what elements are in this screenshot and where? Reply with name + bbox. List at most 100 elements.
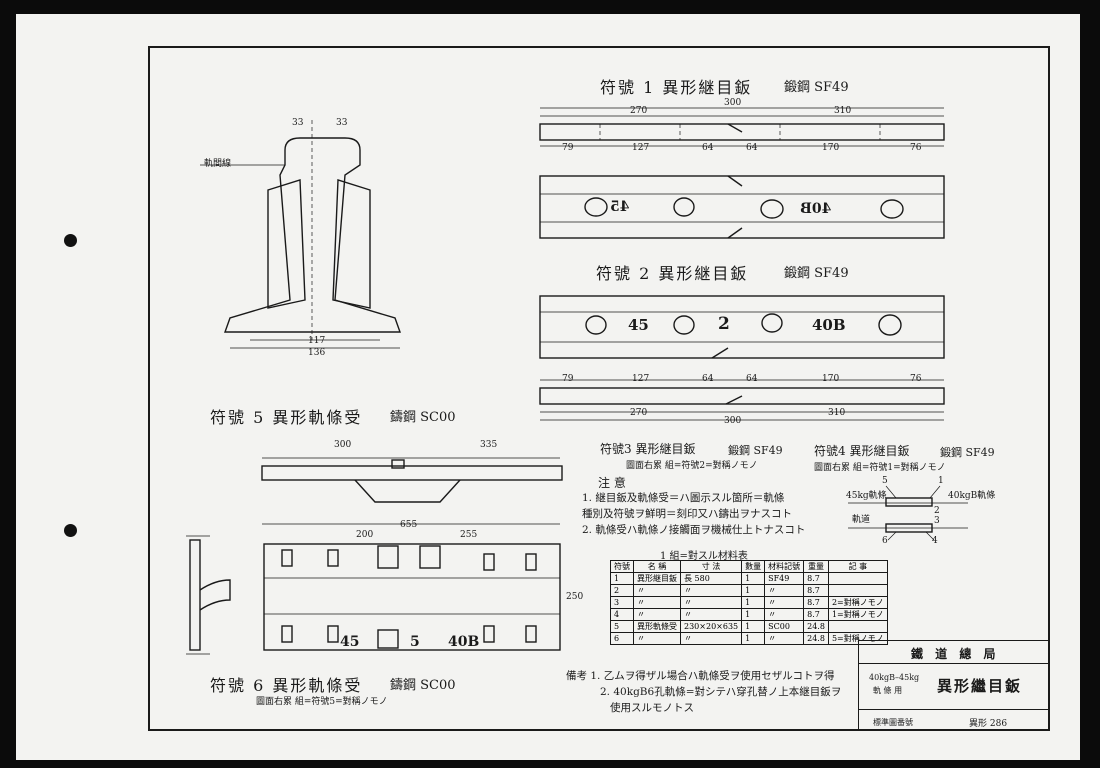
table-cell: 〃: [633, 596, 681, 609]
dim-seg-1: 79: [562, 143, 574, 153]
title-block-number: 異形 286: [969, 719, 1008, 729]
table-cell: 1=對稱ノモノ: [827, 608, 888, 621]
table-cell: 8.7: [803, 572, 829, 585]
base-plate-elevation: [261, 457, 563, 525]
table-cell: [827, 620, 888, 633]
dim-base-300: 300: [334, 440, 352, 450]
plate2-side-view: [539, 379, 945, 421]
material-f3: 鍛鋼 SF49: [728, 444, 783, 457]
title-f4: 符號4 異形継目鈑: [814, 444, 910, 458]
arr-label-2: 2: [934, 506, 940, 516]
subtitle-f6: 圖面右累 組=符號5=對稱ノモノ: [256, 697, 388, 707]
dim-sec-117: 117: [308, 336, 326, 346]
table-cell: 1: [741, 572, 766, 585]
table-cell: 長 580: [679, 572, 743, 585]
table-cell: 2=對稱ノモノ: [827, 596, 888, 609]
table-cell: 8.7: [803, 608, 829, 621]
notes-heading: 注 意: [598, 476, 626, 490]
table-cell: SC00: [764, 620, 805, 633]
materials-header: 寸 法: [679, 560, 743, 573]
plate2-mark-left: 45: [628, 316, 649, 334]
dim-seg-2b: 127: [632, 374, 650, 384]
base-mark-right: 40B: [448, 634, 480, 650]
table-cell: 5=對稱ノモノ: [827, 632, 888, 645]
table-cell: [827, 584, 888, 597]
table-cell: 〃: [764, 608, 805, 621]
dim-base-250: 250: [566, 592, 584, 602]
materials-header: 符號: [610, 560, 634, 573]
table-cell: 24.8: [803, 632, 829, 645]
title-block: 鐵 道 總 局 40kgB–45kg 軌 條 用 異形繼目鈑 標準圖番號 異形 …: [858, 640, 1049, 731]
table-cell: 〃: [633, 584, 681, 597]
table-cell: 24.8: [803, 620, 829, 633]
table-cell: 3: [610, 596, 634, 609]
dim-top-b: 310: [834, 106, 852, 116]
plate1-side-view: [539, 107, 945, 147]
drawing-frame: [148, 46, 1050, 731]
table-cell: SF49: [764, 572, 805, 585]
material-f1: 鍛鋼 SF49: [784, 80, 849, 95]
plate1-mark-right: 40B: [800, 201, 832, 217]
table-cell: 〃: [679, 584, 743, 597]
gauge-line-label: 軌間線: [204, 159, 232, 169]
table-cell: 1: [741, 584, 766, 597]
remark-2: 2. 40kgB6孔軌條=對シテハ穿孔替ノ上本継目鈑ヲ: [600, 686, 842, 698]
table-cell: 異形軌條受: [633, 620, 681, 633]
table-cell: 2: [610, 584, 634, 597]
dim-base-200: 200: [356, 530, 374, 540]
title-f6: 符號 6 異形軌條受: [210, 676, 363, 695]
subtitle-f3: 圖面右累 組=符號2=對稱ノモノ: [626, 461, 758, 471]
plate2-mark-right: 40B: [812, 316, 846, 334]
dim-base-335: 335: [480, 440, 498, 450]
dim-sec-136: 136: [308, 348, 326, 358]
remark-1: 備考 1. 乙ムヲ得ザル場合ハ軌條受ヲ使用セザルコトヲ得: [566, 670, 835, 682]
note-1a: 1. 継目鈑及軌條受＝ハ圖示スル箇所＝軌條: [582, 492, 785, 504]
table-cell: 〃: [679, 632, 743, 645]
arr-rail40: 40kgB軌條: [948, 491, 996, 501]
dim-seg-3: 64: [702, 143, 714, 153]
drawing-sheet: [16, 14, 1080, 760]
plate2-mark-mid: 2: [718, 314, 730, 334]
table-cell: 〃: [679, 596, 743, 609]
table-cell: 8.7: [803, 596, 829, 609]
title-block-std-label: 標準圖番號: [873, 718, 913, 727]
base-plate-side-profile: [186, 535, 231, 655]
dim-seg-4b: 64: [746, 374, 758, 384]
table-cell: 〃: [633, 632, 681, 645]
title-f3: 符號3 異形継目鈑: [600, 442, 696, 456]
table-cell: 〃: [764, 632, 805, 645]
dim-bot-b: 310: [828, 408, 846, 418]
materials-header-row: 符號 名 稱 寸 法 數量 材料記號 重量 記 事: [610, 560, 888, 573]
dim-seg-3b: 64: [702, 374, 714, 384]
material-f5: 鑄鋼 SC00: [390, 410, 456, 425]
title-block-spec1: 40kgB–45kg: [869, 673, 920, 682]
title-f2: 符號 2 異形継目鈑: [596, 264, 749, 283]
arr-label-3: 3: [934, 516, 940, 526]
table-cell: 〃: [633, 608, 681, 621]
table-cell: 1: [741, 608, 766, 621]
arr-rail45: 45kg軌條: [846, 491, 887, 501]
title-f5: 符號 5 異形軌條受: [210, 408, 363, 427]
rail-cross-section: [200, 120, 401, 349]
materials-header: 名 稱: [633, 560, 681, 573]
table-cell: 8.7: [803, 584, 829, 597]
note-2: 2. 軌條受ハ軌條ノ接觸面ヲ機械仕上トナスコト: [582, 524, 806, 536]
table-cell: 1: [741, 596, 766, 609]
materials-header: 重量: [803, 560, 829, 573]
materials-caption: 1 組=對スル材料表: [660, 551, 748, 562]
arr-label-5: 5: [882, 476, 888, 486]
materials-header: 材料記號: [764, 560, 805, 573]
arr-label-1: 1: [938, 476, 944, 486]
base-mark-mid: 5: [410, 634, 420, 650]
dim-bot-a: 270: [630, 408, 648, 418]
dim-seg-6b: 76: [910, 374, 922, 384]
table-cell: 4: [610, 608, 634, 621]
material-f6: 鑄鋼 SC00: [390, 678, 456, 693]
dim-bot-total: 300: [724, 416, 742, 426]
punch-hole: [64, 524, 77, 537]
table-cell: [827, 572, 888, 585]
